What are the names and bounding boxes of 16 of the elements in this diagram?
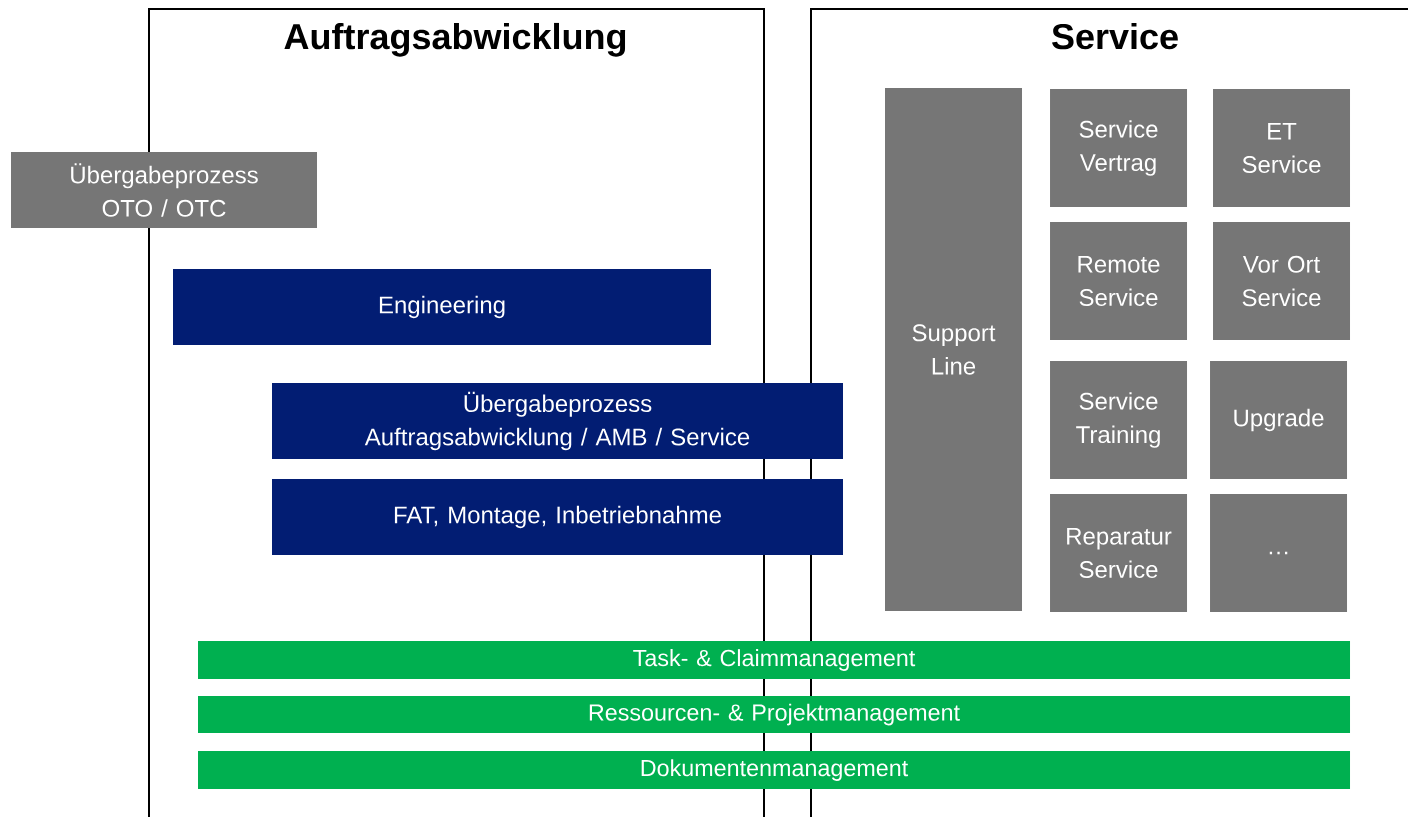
- bar: Dokumentenmanagement: [198, 751, 1350, 789]
- process-box: Upgrade: [1210, 361, 1348, 479]
- process-box: …: [1210, 494, 1348, 612]
- process-box: Übergabeprozess Auftragsabwicklung / AMB / Service: [272, 383, 843, 459]
- process-box: Service Training: [1050, 361, 1188, 479]
- process-box: Reparatur Service: [1050, 494, 1188, 612]
- process-box: FAT, Montage, Inbetriebnahme: [272, 479, 843, 555]
- process-box: Vor Ort Service: [1213, 222, 1350, 340]
- process-box: Remote Service: [1050, 222, 1188, 340]
- process-box: Service Vertrag: [1050, 89, 1188, 207]
- process-box: Engineering: [173, 269, 711, 345]
- process-box: ET Service: [1213, 89, 1350, 207]
- bar: Ressourcen- & Projektmanagement: [198, 696, 1350, 733]
- process-box: Übergabeprozess OTO / OTC: [11, 152, 317, 228]
- process-box: Support Line: [885, 88, 1022, 611]
- bar: Task- & Claimmanagement: [198, 641, 1350, 679]
